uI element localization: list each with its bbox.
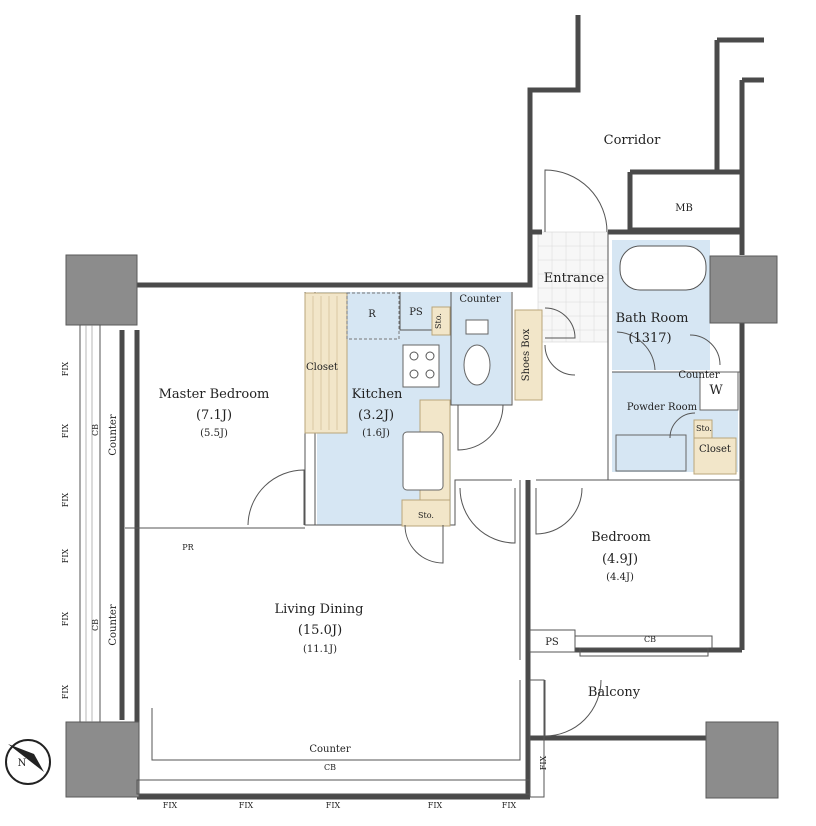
label-shoes-box: Shoes Box	[521, 328, 532, 381]
column-top-right	[709, 255, 778, 324]
fix-label-left-1: FIX	[61, 361, 70, 376]
room-size-bedroom-2: (4.4J)	[606, 572, 634, 583]
bathtub	[619, 245, 707, 291]
label-closet-bedroom: Closet	[699, 444, 731, 455]
label-counter-toilet: Counter	[459, 294, 500, 305]
compass	[5, 739, 51, 785]
washer-space	[699, 371, 739, 411]
room-label-living-dining: Living Dining	[275, 602, 364, 617]
room-label-bath: Bath Room	[616, 311, 689, 326]
fix-label-left-2: FIX	[61, 423, 70, 438]
label-cb-bottom: CB	[324, 763, 336, 772]
toilet	[463, 344, 491, 386]
storage-small	[431, 306, 451, 336]
fix-label-left-5: FIX	[61, 611, 70, 626]
label-cb-left-1: CB	[91, 424, 100, 436]
room-label-mb: MB	[675, 203, 693, 214]
room-size-kitchen-1: (3.2J)	[358, 408, 394, 423]
label-cb-bedroom: CB	[644, 635, 656, 644]
shoes-box	[514, 309, 543, 401]
fix-label-bottom-3: FIX	[326, 801, 341, 810]
room-label-kitchen: Kitchen	[352, 387, 403, 402]
room-size-living-1: (15.0J)	[298, 623, 342, 638]
window-left	[79, 324, 101, 723]
vanity	[615, 434, 687, 472]
doors	[247, 169, 721, 737]
label-counter-powder: Counter	[678, 370, 719, 381]
room-label-entrance: Entrance	[544, 271, 605, 286]
fix-label-left-3: FIX	[61, 492, 70, 507]
fix-label-bottom-2: FIX	[239, 801, 254, 810]
stove	[402, 344, 440, 388]
label-counter-bottom: Counter	[309, 744, 350, 755]
room-label-bedroom: Bedroom	[591, 530, 651, 545]
fix-label-bottom-5: FIX	[502, 801, 517, 810]
entrance-tiles	[537, 231, 609, 343]
label-ps-bedroom: PS	[545, 637, 559, 648]
fix-label-bottom-4: FIX	[428, 801, 443, 810]
label-sto-kitchen: Sto.	[418, 511, 434, 520]
closet-master	[304, 292, 348, 434]
label-closet-master: Closet	[306, 362, 338, 373]
kitchen-sink	[402, 431, 444, 491]
compass-north-label: N	[18, 758, 27, 769]
column-top-left	[65, 254, 138, 326]
room-size-kitchen-2: (1.6J)	[362, 428, 390, 439]
label-washer: W	[709, 383, 723, 398]
kitchen-storage	[401, 499, 451, 527]
label-pr: PR	[182, 543, 194, 552]
refrigerator	[346, 292, 400, 340]
label-fridge: R	[368, 309, 376, 320]
fix-label-left-4: FIX	[61, 548, 70, 563]
window-bottom	[136, 779, 531, 795]
window-balcony-right	[529, 679, 545, 798]
room-size-master-1: (7.1J)	[196, 408, 232, 423]
room-size-master-2: (5.5J)	[200, 428, 228, 439]
label-counter-left-2: Counter	[108, 604, 119, 645]
room-size-living-2: (11.1J)	[303, 644, 337, 655]
window-bedroom	[579, 647, 709, 657]
room-size-bath: (1317)	[628, 331, 671, 346]
label-ps-top: PS	[409, 307, 423, 318]
column-bottom-left	[65, 721, 140, 798]
room-size-bedroom-1: (4.9J)	[602, 552, 638, 567]
label-sto-powder: Sto.	[696, 424, 712, 433]
column-bottom-right	[705, 721, 779, 799]
fix-label-left-6: FIX	[61, 684, 70, 699]
fix-label-bottom-1: FIX	[163, 801, 178, 810]
label-counter-left-1: Counter	[108, 414, 119, 455]
room-label-corridor: Corridor	[604, 133, 662, 148]
room-label-balcony: Balcony	[588, 685, 641, 700]
label-cb-left-2: CB	[91, 619, 100, 631]
closet-master-shelves	[312, 296, 338, 430]
ps-bedroom	[529, 629, 576, 653]
closet-bedroom	[693, 437, 737, 475]
label-sto-top: Sto.	[434, 313, 443, 329]
fix-label-right: FIX	[539, 755, 548, 770]
room-label-master-bedroom: Master Bedroom	[159, 387, 270, 402]
room-label-powder: Powder Room	[627, 402, 698, 413]
